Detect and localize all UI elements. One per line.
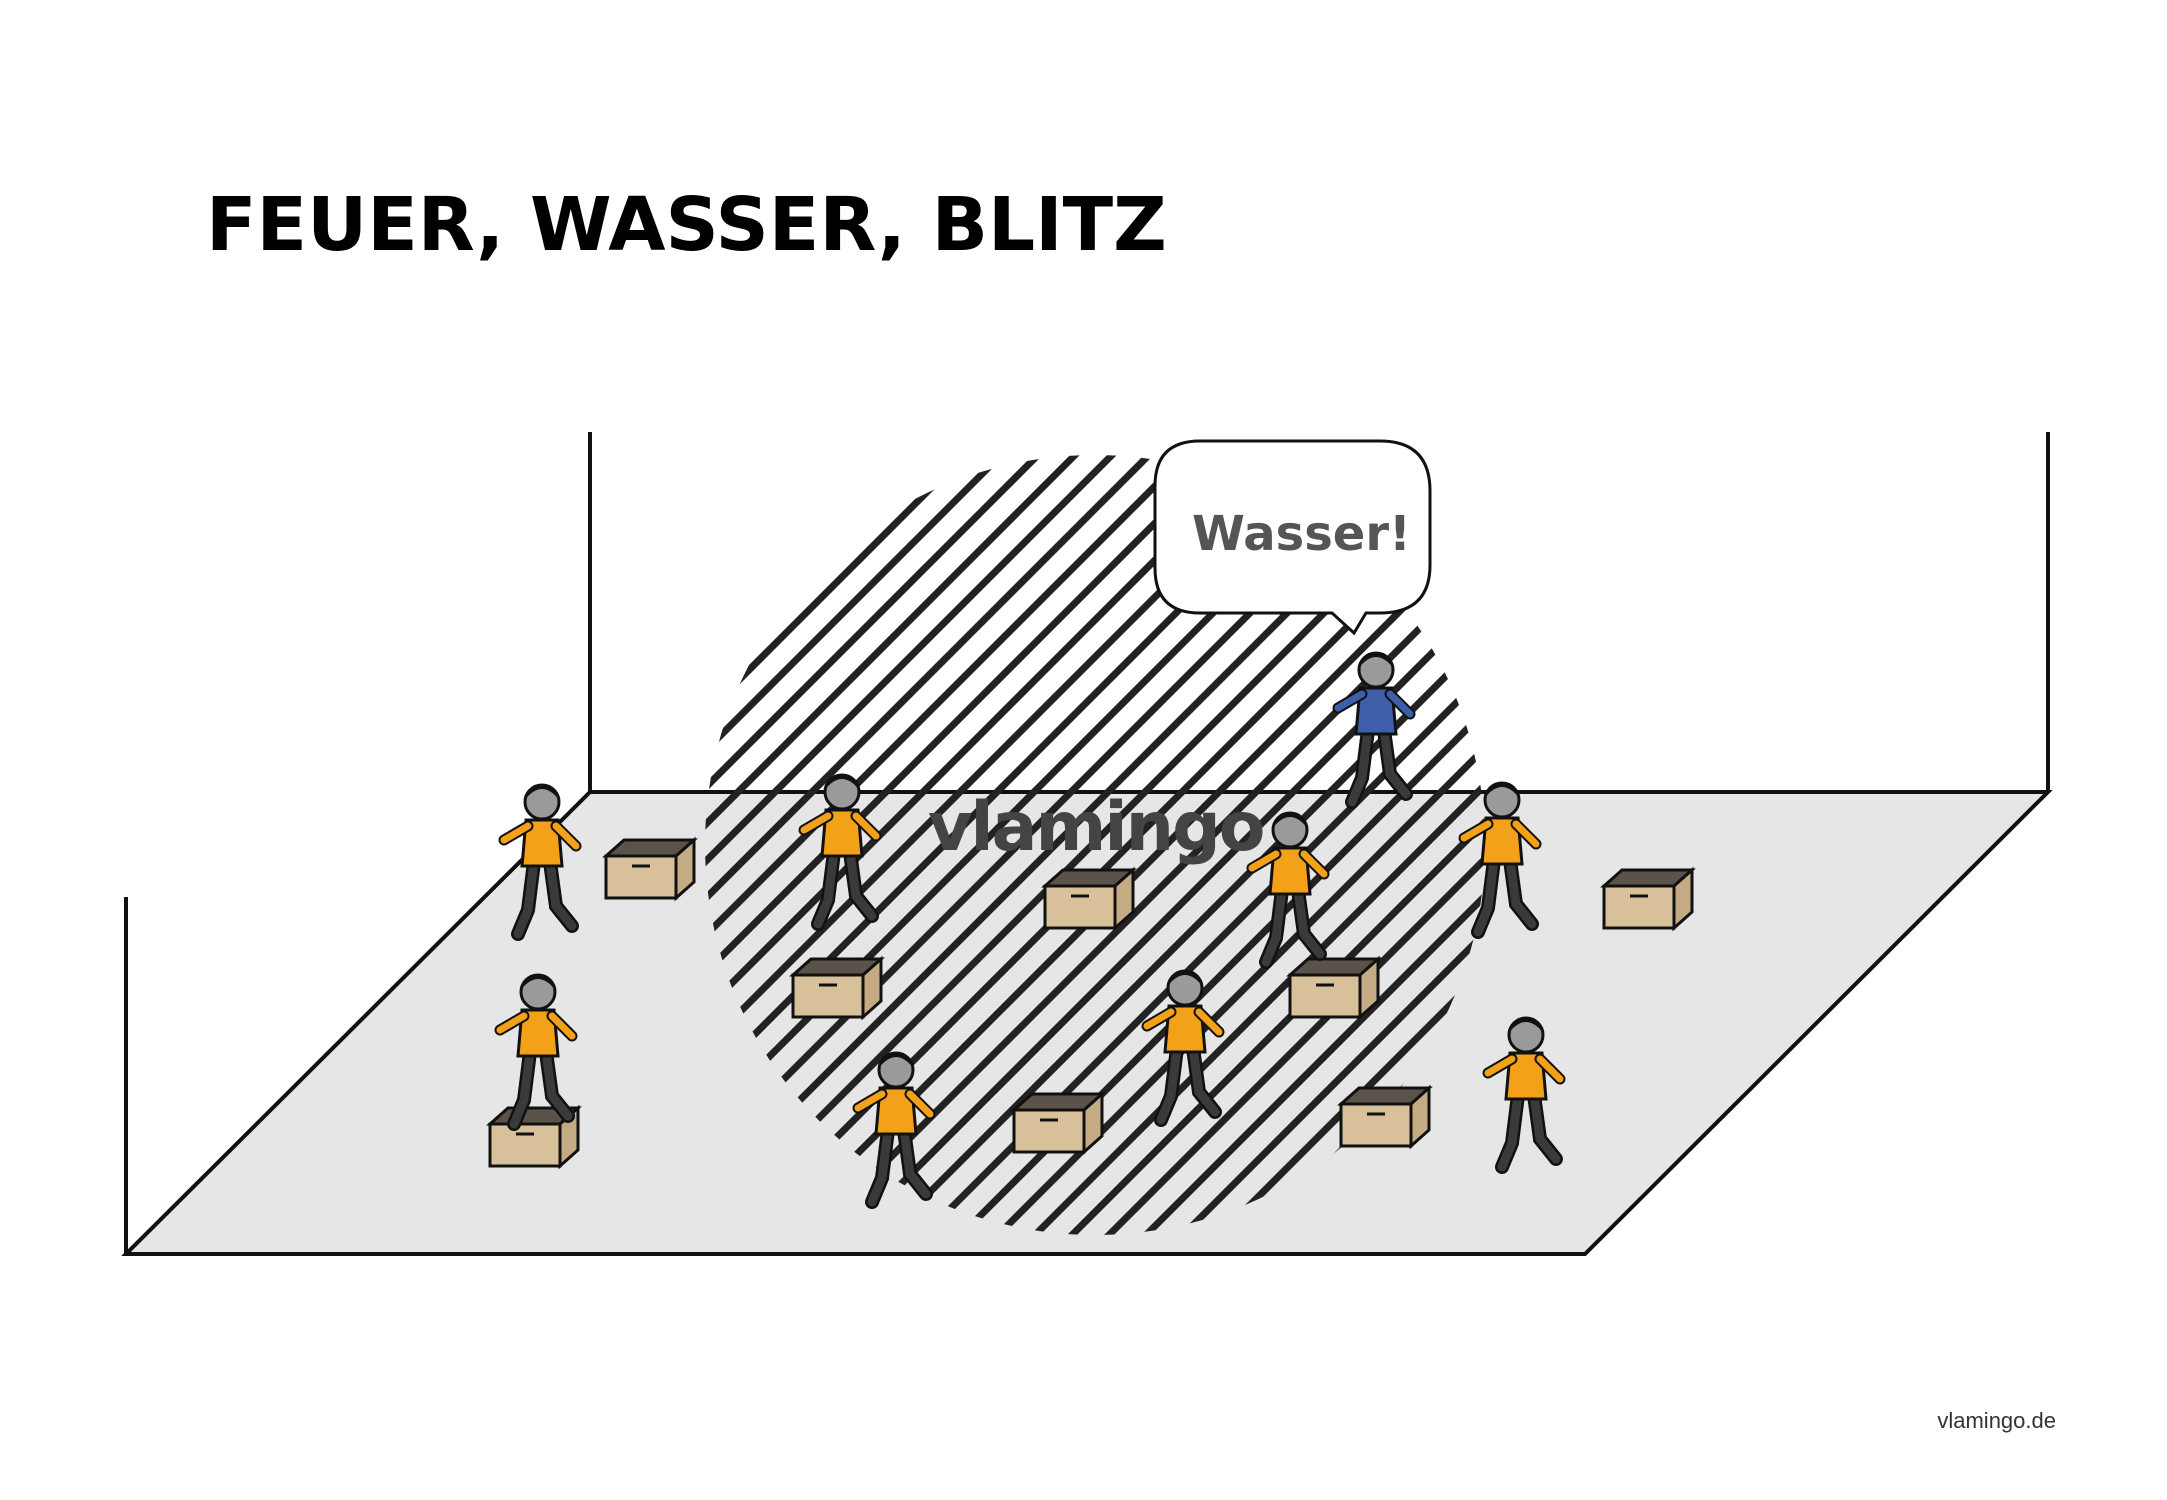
- hatch-line: [1004, 455, 1485, 1235]
- players: [494, 651, 1566, 1209]
- hatch-line: [705, 455, 1207, 1235]
- child-player-icon: [1482, 1016, 1566, 1174]
- hatch-line: [1969, 400, 2167, 1300]
- box-icon: [1043, 868, 1135, 930]
- hatch-line: [967, 455, 1485, 1235]
- child-player-icon: [1246, 811, 1330, 969]
- child-player-icon: [1458, 781, 1542, 939]
- hatch-line: [1078, 455, 1485, 1235]
- speech-bubble-icon: Wasser!: [1153, 439, 1432, 636]
- hatch-line: [1152, 455, 1485, 1235]
- box-icon: [1012, 1092, 1104, 1154]
- child-player-icon: [498, 783, 582, 941]
- box-icon: [1288, 957, 1380, 1019]
- hatch-line: [745, 455, 1485, 1235]
- box-icon: [791, 957, 883, 1019]
- caller-icon: [1332, 651, 1416, 809]
- child-player-icon: [494, 973, 578, 1131]
- hatch-line: [1041, 455, 1485, 1235]
- gym-floor: [121, 790, 2053, 1256]
- hatch-line: [705, 455, 1096, 1235]
- footer-credit: vlamingo.de: [1937, 1408, 2056, 1433]
- page-title: FEUER, WASSER, BLITZ: [206, 182, 1167, 268]
- hatch-line: [705, 455, 1059, 1235]
- child-player-icon: [1141, 969, 1225, 1127]
- watermark-logo: vlamingo: [928, 788, 1264, 867]
- hatch-line: [705, 455, 1244, 1235]
- hatch-line: [2043, 400, 2167, 1300]
- box-icon: [1602, 868, 1694, 930]
- hatch-line: [705, 455, 1170, 1235]
- child-player-icon: [798, 773, 882, 931]
- box-icon: [604, 838, 696, 900]
- hatch-line: [705, 455, 1022, 1235]
- hatch-line: [1115, 455, 1485, 1235]
- child-player-icon: [852, 1051, 936, 1209]
- hatch-line: [856, 455, 1485, 1235]
- hatch-line: [705, 455, 1133, 1235]
- speech-bubble-text: Wasser!: [1192, 506, 1411, 562]
- hatch-line: [782, 455, 1485, 1235]
- gym-walls: [124, 432, 2050, 1254]
- hatch-line: [2006, 400, 2167, 1300]
- box-icon: [1339, 1086, 1431, 1148]
